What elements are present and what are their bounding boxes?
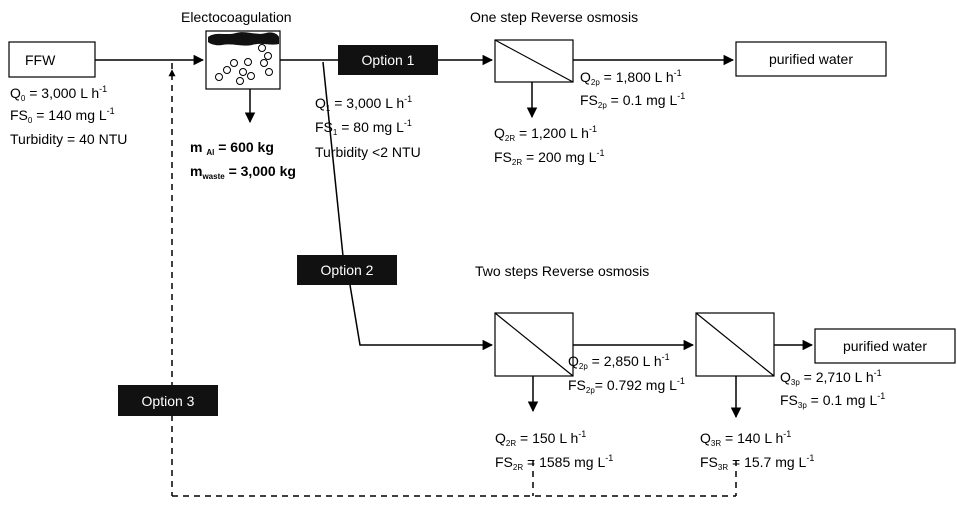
option1-label: Option 1 bbox=[362, 52, 415, 68]
option2-label: Option 2 bbox=[321, 262, 374, 278]
purified-water-box-2 bbox=[814, 328, 956, 364]
ro2-fs2p-label: FS2p= 0.792 mg L-1 bbox=[568, 376, 685, 395]
ro2-q2r-label: Q2R = 150 L h-1 bbox=[495, 429, 586, 448]
ffw-box bbox=[8, 41, 96, 78]
flow-ec-to-option2 bbox=[322, 61, 344, 257]
fs1-label: FS1 = 80 mg L-1 bbox=[315, 118, 412, 137]
electrocoagulation-reactor bbox=[205, 30, 281, 90]
ro1-q2p-label: Q2p = 1,800 L h-1 bbox=[580, 68, 682, 87]
ro2-q3r-label: Q3R = 140 L h-1 bbox=[700, 429, 791, 448]
ffw-label: FFW bbox=[25, 52, 56, 68]
sludge-layer bbox=[208, 32, 279, 46]
gas-bubbles bbox=[215, 44, 273, 85]
q1-label: Q1 = 3,000 L h-1 bbox=[315, 94, 412, 113]
m-al-label: m Al = 600 kg bbox=[190, 139, 274, 157]
ro2-step1-membrane bbox=[494, 312, 574, 377]
purified-water-box-1 bbox=[735, 41, 887, 77]
turbidity0-label: Turbidity = 40 NTU bbox=[10, 131, 127, 147]
turbidity1-label: Turbidity <2 NTU bbox=[315, 144, 421, 160]
one-step-ro-title: One step Reverse osmosis bbox=[470, 9, 638, 25]
purified-water-label-2: purified water bbox=[843, 338, 927, 354]
option3-label: Option 3 bbox=[142, 393, 195, 409]
purified-water-label-1: purified water bbox=[769, 51, 853, 67]
ro2-fs2r-label: FS2R = 1585 mg L-1 bbox=[495, 453, 613, 472]
option1-badge bbox=[338, 45, 438, 75]
ro1-fs2p-label: FS2p = 0.1 mg L-1 bbox=[580, 91, 685, 110]
ro2-fs3r-label: FS3R = 15.7 mg L-1 bbox=[700, 453, 814, 472]
option2-badge bbox=[297, 255, 397, 285]
ro2-q3p-label: Q3p = 2,710 L h-1 bbox=[780, 368, 882, 387]
ro1-q2r-label: Q2R = 1,200 L h-1 bbox=[494, 124, 597, 143]
q0-label: Q0 = 3,000 L h-1 bbox=[10, 84, 107, 103]
electrocoagulation-title: Electocoagulation bbox=[181, 9, 292, 25]
ro2-step2-membrane bbox=[695, 312, 775, 377]
flow-option2-to-ro2 bbox=[349, 284, 494, 351]
ro1-membrane bbox=[494, 39, 574, 83]
ro2-q2p-label: Q2p = 2,850 L h-1 bbox=[568, 352, 670, 371]
ro1-fs2r-label: FS2R = 200 mg L-1 bbox=[494, 148, 604, 167]
m-waste-label: mwaste = 3,000 kg bbox=[190, 163, 296, 181]
fs0-label: FS0 = 140 mg L-1 bbox=[10, 106, 115, 125]
option3-badge bbox=[118, 385, 218, 416]
two-steps-ro-title: Two steps Reverse osmosis bbox=[475, 263, 649, 279]
ro2-fs3p-label: FS3p = 0.1 mg L-1 bbox=[780, 391, 885, 410]
